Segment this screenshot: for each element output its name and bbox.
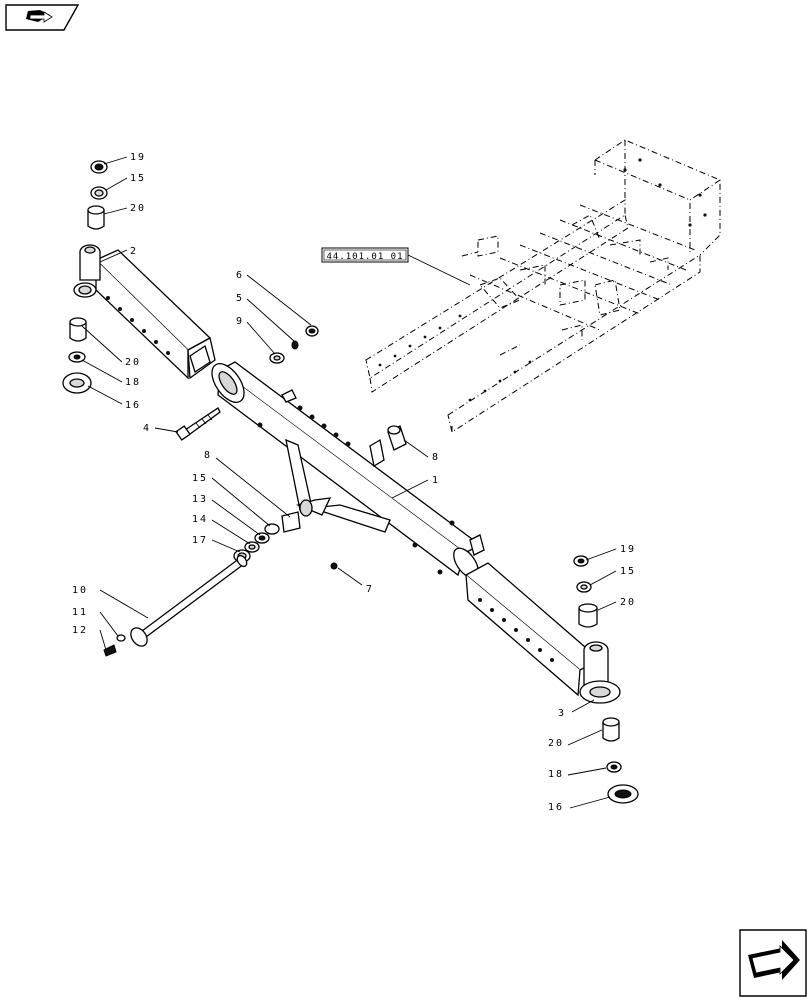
right-bushing-20-bottom[interactable] xyxy=(602,717,620,742)
back-nav-badge[interactable] xyxy=(5,4,80,31)
leader-lines xyxy=(81,156,617,809)
washer-13[interactable] xyxy=(254,532,270,544)
right-spindle-extension[interactable] xyxy=(464,562,621,704)
callout-15-pin[interactable]: 15 xyxy=(192,473,208,484)
left-bushing-20-bottom[interactable] xyxy=(69,317,87,342)
bolt-12[interactable] xyxy=(103,644,117,657)
left-washer-18[interactable] xyxy=(68,351,86,363)
forward-arrow-icon xyxy=(748,940,800,980)
callout-20-right-top[interactable]: 20 xyxy=(620,597,636,608)
washer-15-pin[interactable] xyxy=(264,523,280,535)
bushing-8-right[interactable] xyxy=(387,425,407,451)
next-page-badge[interactable] xyxy=(739,929,807,997)
washer-11[interactable] xyxy=(116,634,126,642)
callout-8-right[interactable]: 8 xyxy=(432,452,440,463)
callout-5[interactable]: 5 xyxy=(236,293,244,304)
washer-14[interactable] xyxy=(244,541,260,553)
callout-18-right[interactable]: 18 xyxy=(548,769,564,780)
left-spindle-extension[interactable] xyxy=(73,244,216,380)
callout-6[interactable]: 6 xyxy=(236,270,244,281)
left-washer-15[interactable] xyxy=(90,186,108,200)
left-seal-16[interactable] xyxy=(62,372,92,394)
callout-19-left-top[interactable]: 19 xyxy=(130,152,146,163)
left-bushing-20-top[interactable] xyxy=(87,205,105,230)
right-washer-15[interactable] xyxy=(576,581,592,593)
callout-16-right[interactable]: 16 xyxy=(548,802,564,813)
callout-13[interactable]: 13 xyxy=(192,494,208,505)
callout-10[interactable]: 10 xyxy=(72,585,88,596)
right-bushing-20-top[interactable] xyxy=(578,603,598,628)
callout-18-left[interactable]: 18 xyxy=(125,377,141,388)
right-nut-19[interactable] xyxy=(573,555,589,567)
tow-pin-10[interactable] xyxy=(128,554,249,649)
callout-12[interactable]: 12 xyxy=(72,625,88,636)
callout-19-right[interactable]: 19 xyxy=(620,544,636,555)
callout-1[interactable]: 1 xyxy=(432,475,440,486)
callout-20-right-bottom[interactable]: 20 xyxy=(548,738,564,749)
callout-16-left[interactable]: 16 xyxy=(125,400,141,411)
callout-9[interactable]: 9 xyxy=(236,316,244,327)
washer-5[interactable] xyxy=(291,340,299,350)
callout-20-left-bottom[interactable]: 20 xyxy=(125,357,141,368)
callout-15-right[interactable]: 15 xyxy=(620,566,636,577)
callout-labels: 19 15 20 2 20 18 16 6 5 9 4 8 8 1 15 13 … xyxy=(72,152,636,813)
frame-holes xyxy=(378,158,707,402)
callout-15-left-top[interactable]: 15 xyxy=(130,173,146,184)
callout-3[interactable]: 3 xyxy=(558,708,566,719)
callout-4[interactable]: 4 xyxy=(143,423,151,434)
pin-7[interactable] xyxy=(330,562,338,570)
right-seal-16[interactable] xyxy=(607,784,639,804)
reference-box[interactable]: 44.101.01 01 xyxy=(321,247,471,286)
callout-11[interactable]: 11 xyxy=(72,607,88,618)
bolt-4[interactable] xyxy=(175,407,221,441)
callout-8-left[interactable]: 8 xyxy=(204,450,212,461)
bushing-8-left[interactable] xyxy=(281,511,301,533)
callout-17[interactable]: 17 xyxy=(192,535,208,546)
callout-7[interactable]: 7 xyxy=(366,584,374,595)
callout-14[interactable]: 14 xyxy=(192,514,208,525)
reference-label: 44.101.01 01 xyxy=(326,252,403,262)
nut-6[interactable] xyxy=(305,325,319,337)
book-arrow-icon xyxy=(26,10,53,23)
right-washer-18[interactable] xyxy=(606,761,622,773)
callout-2[interactable]: 2 xyxy=(130,246,138,257)
chassis-frame-reference xyxy=(365,139,721,433)
callout-20-left-top[interactable]: 20 xyxy=(130,203,146,214)
ring-9[interactable] xyxy=(269,352,285,364)
left-nut-19[interactable] xyxy=(90,160,108,174)
main-axle-beam[interactable] xyxy=(206,358,485,582)
